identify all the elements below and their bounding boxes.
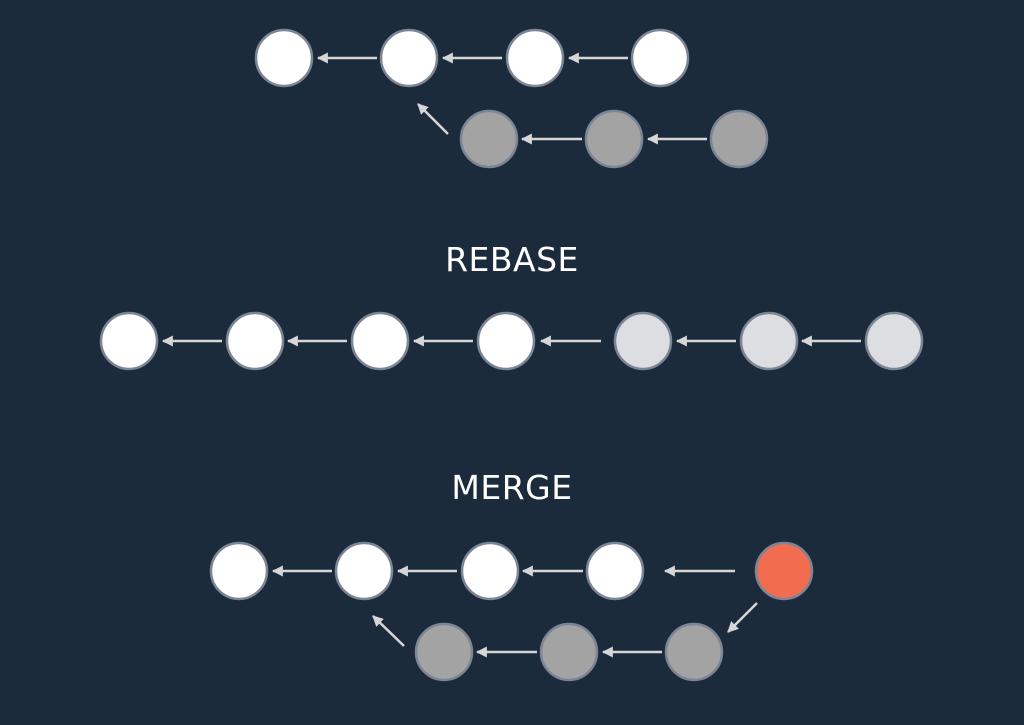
parent-arrow: [417, 103, 449, 135]
commit-node-merge-main-1: [209, 541, 269, 601]
commit-node-rebase-rebased-2: [739, 311, 799, 371]
commit-node-before-main-4: [630, 28, 690, 88]
commit-node-merge-commit: [754, 541, 814, 601]
commit-node-before-branch-3: [709, 109, 769, 169]
commit-node-rebase-rebased-3: [864, 311, 924, 371]
arrows-layer: [161, 52, 861, 658]
merge-title: MERGE: [451, 468, 573, 507]
commit-node-merge-branch-2: [539, 622, 599, 682]
commit-node-before-main-2: [379, 28, 439, 88]
commit-node-before-main-3: [505, 28, 565, 88]
commit-node-before-branch-1: [459, 109, 519, 169]
commits-layer: [99, 28, 924, 682]
commit-node-merge-branch-3: [664, 622, 724, 682]
commit-node-before-main-1: [254, 28, 314, 88]
commit-node-before-branch-2: [584, 109, 644, 169]
parent-arrow: [727, 602, 758, 633]
commit-node-merge-main-2: [334, 541, 394, 601]
commit-node-merge-main-4: [585, 541, 645, 601]
commit-node-rebase-main-3: [350, 311, 410, 371]
rebase-title: REBASE: [445, 240, 579, 279]
commit-node-merge-branch-1: [414, 622, 474, 682]
commit-node-rebase-rebased-1: [613, 311, 673, 371]
commit-node-merge-main-3: [460, 541, 520, 601]
commit-node-rebase-main-1: [99, 311, 159, 371]
commit-node-rebase-main-2: [225, 311, 285, 371]
parent-arrow: [372, 615, 405, 647]
commit-node-rebase-main-4: [476, 311, 536, 371]
